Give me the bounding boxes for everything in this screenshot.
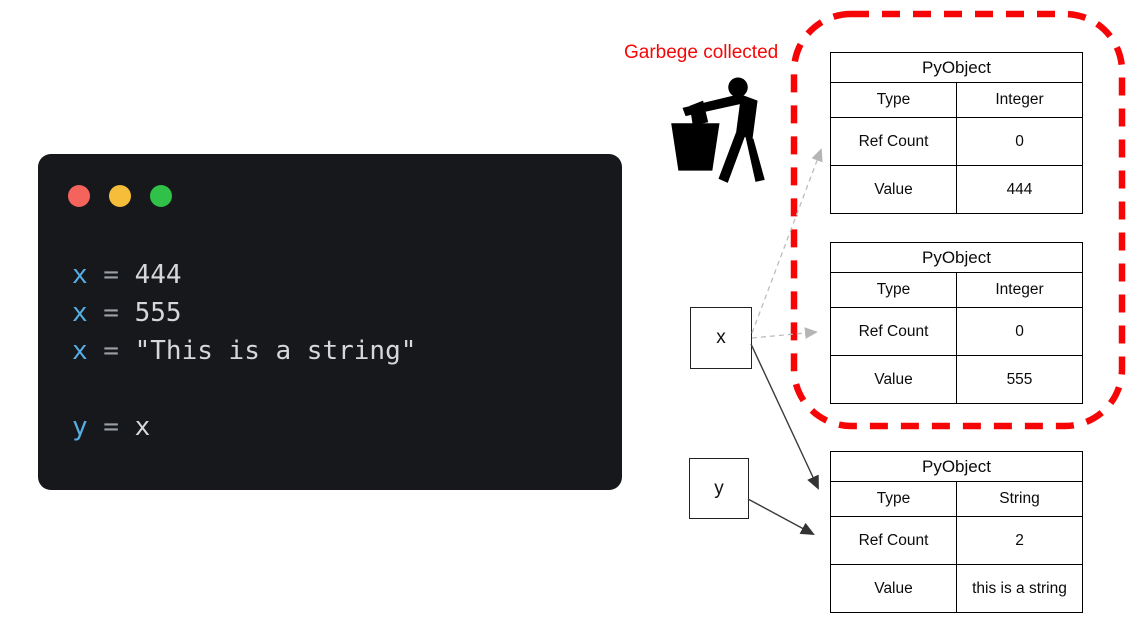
code-var: x — [72, 298, 88, 328]
table-cell: 2 — [956, 516, 1082, 564]
minimize-button-icon[interactable] — [109, 185, 131, 207]
arrow-x-to-string-object — [750, 343, 819, 490]
code-value: "This is a string" — [134, 336, 417, 366]
code-line: x = 444 — [72, 256, 416, 294]
code-var: x — [72, 260, 88, 290]
table-cell: Type — [876, 490, 911, 507]
garbage-collected-label: Garbege collected — [624, 42, 779, 63]
code-op: = — [87, 412, 135, 442]
terminal-window: x = 444 x = 555 x = "This is a string" y… — [38, 154, 622, 490]
table-cell: Value — [831, 564, 956, 612]
table-cell: Ref Count — [831, 307, 956, 355]
table-cell: Ref Count — [831, 117, 956, 165]
pyobject-table-555: PyObject Type Integer Ref Count 0 Value … — [830, 242, 1083, 404]
table-cell: 0 — [956, 307, 1082, 355]
code-line-blank — [72, 370, 416, 408]
table-cell: this is a string — [956, 564, 1082, 612]
table-title: PyObject — [831, 243, 1082, 273]
table-cell: Type — [876, 91, 911, 108]
table-title: PyObject — [831, 53, 1082, 83]
close-button-icon[interactable] — [68, 185, 90, 207]
variable-box-x: x — [690, 307, 752, 369]
code-value: 444 — [134, 260, 182, 290]
code-value: 555 — [134, 298, 182, 328]
code-value: x — [134, 412, 151, 442]
table-cell: Value — [831, 165, 956, 213]
code-var: x — [72, 336, 88, 366]
table-cell: Integer — [956, 273, 1082, 307]
code-op: = — [87, 336, 135, 366]
code-line: y = x — [72, 408, 416, 446]
arrow-y-to-string-object — [747, 498, 815, 535]
table-title: PyObject — [831, 452, 1082, 482]
pyobject-table-string: PyObject Type String Ref Count 2 Value t… — [830, 451, 1083, 613]
table-cell: String — [956, 482, 1082, 516]
table-cell: Value — [831, 355, 956, 403]
variable-box-y: y — [689, 458, 749, 519]
code-op: = — [87, 298, 135, 328]
zoom-button-icon[interactable] — [150, 185, 172, 207]
window-controls — [68, 185, 172, 207]
table-cell: 0 — [956, 117, 1082, 165]
code-block: x = 444 x = 555 x = "This is a string" y… — [72, 256, 416, 446]
code-line: x = "This is a string" — [72, 332, 416, 370]
variable-label: y — [714, 477, 724, 499]
table-cell: Integer — [956, 83, 1082, 117]
pyobject-table-444: PyObject Type Integer Ref Count 0 Value … — [830, 52, 1083, 214]
table-cell: 444 — [956, 165, 1082, 213]
code-line: x = 555 — [72, 294, 416, 332]
variable-label: x — [716, 327, 726, 348]
table-cell: Type — [876, 281, 911, 298]
code-op: = — [87, 260, 135, 290]
code-var: y — [72, 412, 88, 442]
table-cell: Ref Count — [831, 516, 956, 564]
arrow-x-to-555-object — [751, 327, 818, 339]
table-cell: 555 — [956, 355, 1082, 403]
tidyman-person-disposing-trash-icon — [671, 77, 765, 183]
